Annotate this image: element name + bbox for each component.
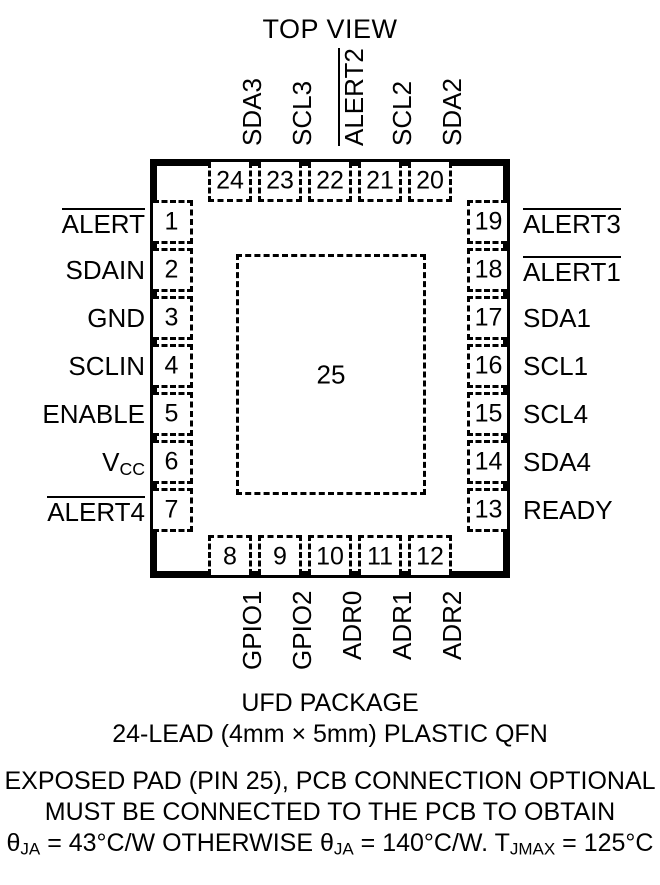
pin-number-3: 3 (164, 303, 179, 332)
pin-pad-10: 10 (308, 535, 352, 575)
pin-label-3: GND (87, 303, 145, 333)
pin-label-19: ALERT3 (523, 208, 621, 239)
pin-pad-1: 1 (153, 200, 193, 244)
pin-label-15: SCL4 (523, 399, 589, 429)
pin-pad-19: 19 (467, 200, 507, 244)
pin-label-8: GPIO1 (237, 590, 267, 670)
pin-label-6: VCC (102, 447, 145, 479)
pin-number-8: 8 (223, 542, 237, 570)
pin-label-7: ALERT4 (47, 496, 145, 527)
pin-pad-15: 15 (467, 392, 507, 436)
pin-pad-16: 16 (467, 344, 507, 388)
pin-label-5: ENABLE (42, 399, 145, 429)
pin-pad-20: 20 (408, 162, 452, 202)
pin-pad-8: 8 (208, 535, 252, 575)
pin-number-22: 22 (316, 166, 344, 194)
pin-pad-3: 3 (153, 296, 193, 340)
pin-pad-2: 2 (153, 248, 193, 292)
pin-label-10: ADR0 (337, 590, 367, 660)
pin-label-22: ALERT2 (339, 48, 369, 146)
pin-label-2: SDAIN (65, 255, 145, 285)
pin-label-17: SDA1 (523, 303, 591, 333)
pin-pad-6: 6 (153, 440, 193, 484)
pin-label-12: ADR2 (437, 590, 467, 660)
pin-label-18: ALERT1 (523, 256, 621, 287)
pin-number-10: 10 (316, 542, 344, 570)
pin-pad-9: 9 (258, 535, 302, 575)
pin-number-1: 1 (164, 207, 179, 236)
pin-label-14: SDA4 (523, 447, 591, 477)
footer-spacer (0, 750, 660, 766)
pin-number-24: 24 (216, 166, 244, 194)
pin-label-9: GPIO2 (287, 590, 317, 670)
note-line-1: EXPOSED PAD (PIN 25), PCB CONNECTION OPT… (4, 767, 656, 795)
pin-pad-24: 24 (208, 162, 252, 202)
pin-number-9: 9 (273, 542, 287, 570)
note-line-2: MUST BE CONNECTED TO THE PCB TO OBTAIN (44, 798, 616, 826)
pin-label-13: READY (523, 495, 613, 525)
pin-number-17: 17 (474, 303, 503, 332)
pin-label-4: SCLIN (68, 351, 145, 381)
pin-number-5: 5 (164, 399, 179, 428)
pin-pad-23: 23 (258, 162, 302, 202)
pin-pad-14: 14 (467, 440, 507, 484)
pin-number-18: 18 (474, 255, 503, 284)
pin-number-7: 7 (164, 495, 179, 524)
pin-pad-7: 7 (153, 488, 193, 532)
pin-pad-5: 5 (153, 392, 193, 436)
exposed-pad-number: 25 (316, 359, 346, 389)
pin-label-24: SDA3 (237, 78, 267, 146)
pin-pad-12: 12 (408, 535, 452, 575)
pin-number-2: 2 (164, 255, 179, 284)
pin-number-21: 21 (366, 166, 394, 194)
pin-number-13: 13 (474, 495, 503, 524)
pin-number-23: 23 (266, 166, 294, 194)
pin-label-16: SCL1 (523, 351, 589, 381)
pin-pad-13: 13 (467, 488, 507, 532)
package-description: 24-LEAD (4mm × 5mm) PLASTIC QFN (112, 720, 548, 748)
package-name: UFD PACKAGE (241, 689, 419, 717)
pin-number-20: 20 (416, 166, 444, 194)
pin-pad-22: 22 (308, 162, 352, 202)
pin-number-11: 11 (367, 542, 393, 570)
pin-number-12: 12 (416, 542, 444, 570)
pin-pad-17: 17 (467, 296, 507, 340)
pin-pad-11: 11 (358, 535, 402, 575)
thermal-resistance-note: θJA = 43°C/W OTHERWISE θJA = 140°C/W. TJ… (6, 829, 654, 859)
pin-number-19: 19 (474, 207, 503, 236)
exposed-pad: 25 (236, 254, 426, 495)
pin-label-1: ALERT (61, 208, 146, 239)
pin-pad-21: 21 (358, 162, 402, 202)
pin-label-21: SCL2 (387, 80, 417, 146)
pin-pad-4: 4 (153, 344, 193, 388)
pin-number-16: 16 (474, 351, 503, 380)
page-title: TOP VIEW (262, 14, 398, 44)
pin-number-14: 14 (474, 447, 503, 476)
pin-number-15: 15 (474, 399, 503, 428)
pin-number-6: 6 (164, 447, 179, 476)
footer-notes: UFD PACKAGE 24-LEAD (4mm × 5mm) PLASTIC … (0, 688, 660, 865)
pin-label-11: ADR1 (387, 590, 417, 660)
pin-pad-18: 18 (467, 248, 507, 292)
pin-label-20: SDA2 (437, 78, 467, 146)
pin-number-4: 4 (164, 351, 179, 380)
pin-label-23: SCL3 (287, 80, 317, 146)
